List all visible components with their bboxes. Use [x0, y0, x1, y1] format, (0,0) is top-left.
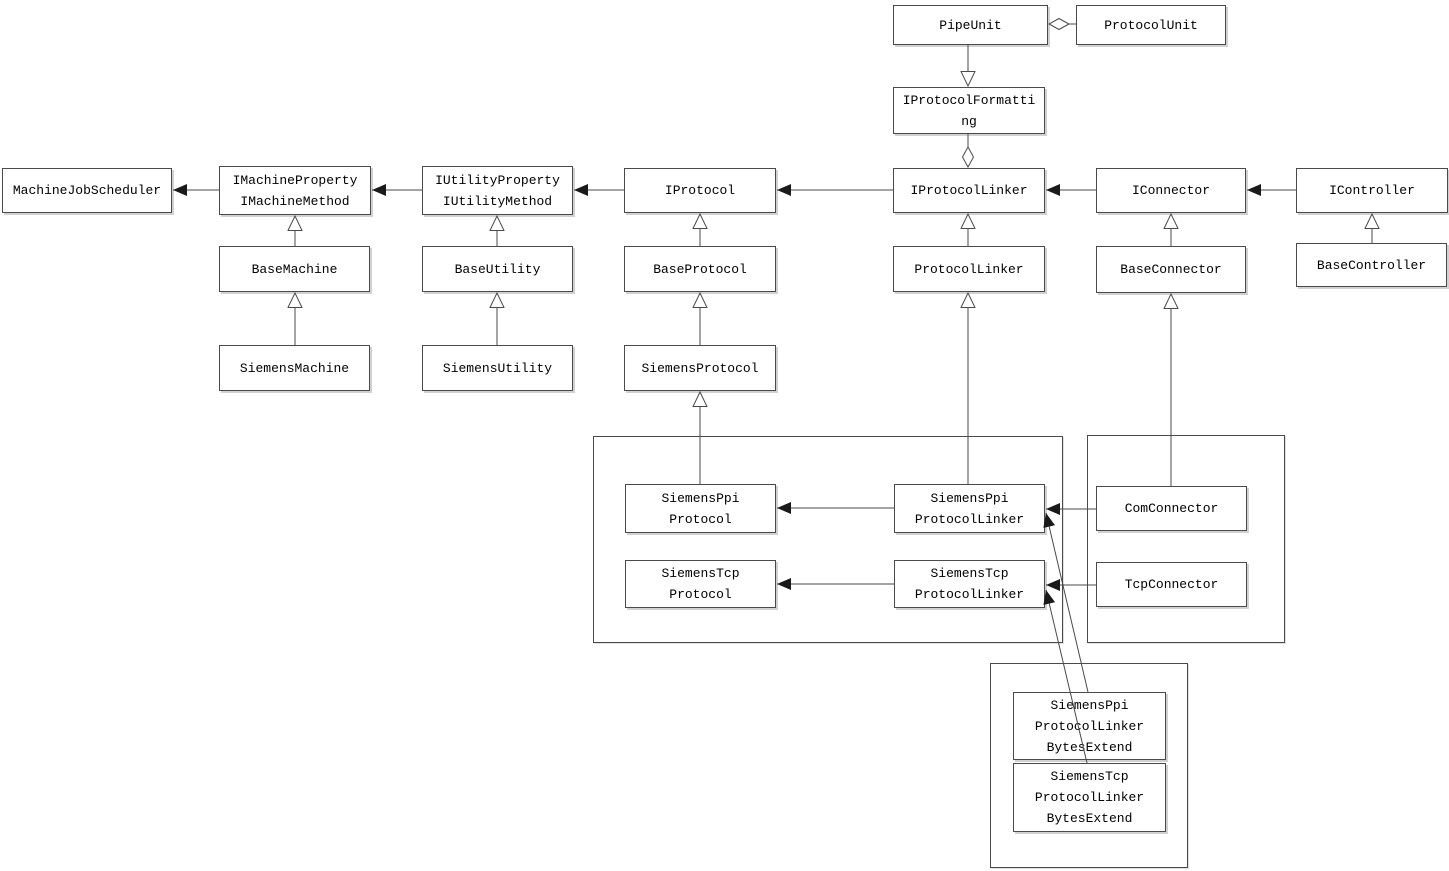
class-base-controller[interactable]: BaseController [1296, 243, 1447, 287]
class-iconnector[interactable]: IConnector [1096, 168, 1246, 213]
class-imachine-property-method[interactable]: IMachineProperty IMachineMethod [219, 166, 371, 215]
class-label: SiemensPpi [661, 490, 740, 506]
class-label: MachineJobScheduler [12, 183, 162, 198]
class-label: ComConnector [1124, 501, 1219, 516]
class-label: IConnector [1131, 183, 1210, 198]
class-label: SiemensProtocol [641, 360, 759, 376]
class-protocol-unit[interactable]: ProtocolUnit [1076, 5, 1226, 45]
class-base-machine[interactable]: BaseMachine [219, 246, 370, 292]
class-label: Protocol [669, 511, 732, 527]
class-label: IProtocolLinker [910, 183, 1028, 198]
class-label: BaseUtility [454, 261, 541, 277]
class-label: IUtilityProperty [435, 172, 560, 188]
class-label: SiemensMachine [239, 360, 350, 376]
class-label: BytesExtend [1046, 811, 1133, 826]
class-label: SiemensPpi [1050, 697, 1129, 713]
class-com-connector[interactable]: ComConnector [1096, 486, 1247, 531]
class-label: BaseProtocol [653, 261, 747, 277]
class-label: ProtocolLinker [1034, 718, 1145, 734]
class-label: SiemensTcp [930, 566, 1009, 581]
class-label: ProtocolLinker [914, 511, 1025, 527]
class-iprotocol-linker[interactable]: IProtocolLinker [893, 168, 1045, 213]
class-label: SiemensUtility [442, 360, 553, 376]
class-label: ProtocolLinker [914, 587, 1025, 602]
class-siemens-utility[interactable]: SiemensUtility [422, 345, 573, 391]
class-label: SiemensPpi [930, 490, 1009, 506]
class-label: IMachineProperty [232, 172, 358, 188]
class-siemens-tcp-protocol-linker-bytes-extend[interactable]: SiemensTcp ProtocolLinker BytesExtend [1013, 763, 1166, 832]
class-label: TcpConnector [1124, 577, 1219, 592]
class-label: ProtocolLinker [1034, 790, 1145, 805]
class-icontroller[interactable]: IController [1296, 168, 1448, 213]
class-label: BaseConnector [1120, 262, 1222, 277]
class-iutility-property-method[interactable]: IUtilityProperty IUtilityMethod [422, 166, 573, 215]
class-label: IMachineMethod [240, 193, 350, 209]
class-label: SiemensTcp [661, 566, 740, 581]
class-siemens-machine[interactable]: SiemensMachine [219, 345, 370, 391]
class-base-protocol[interactable]: BaseProtocol [624, 246, 776, 292]
container-siemens-protocol-linker-group[interactable] [593, 436, 1063, 643]
class-label: BaseController [1316, 257, 1427, 273]
class-siemens-tcp-protocol[interactable]: SiemensTcp Protocol [625, 560, 776, 608]
container-connector-group[interactable] [1087, 435, 1285, 643]
class-siemens-tcp-protocol-linker[interactable]: SiemensTcp ProtocolLinker [894, 560, 1045, 608]
class-label: IUtilityMethod [442, 193, 553, 209]
class-label: ProtocolLinker [914, 261, 1024, 277]
class-label: IProtocol [664, 183, 736, 198]
class-base-utility[interactable]: BaseUtility [422, 246, 573, 292]
class-pipe-unit[interactable]: PipeUnit [893, 5, 1048, 45]
class-iprotocol-formatting[interactable]: IProtocolFormatti ng [893, 87, 1045, 134]
class-label: BytesExtend [1046, 739, 1133, 755]
class-base-connector[interactable]: BaseConnector [1096, 246, 1246, 293]
class-siemens-ppi-protocol[interactable]: SiemensPpi Protocol [625, 484, 776, 533]
class-iprotocol[interactable]: IProtocol [624, 168, 776, 213]
class-siemens-protocol[interactable]: SiemensProtocol [624, 345, 776, 391]
class-label: PipeUnit [939, 17, 1002, 33]
class-label: BaseMachine [251, 261, 338, 277]
class-label: IController [1329, 183, 1415, 198]
class-siemens-ppi-protocol-linker-bytes-extend[interactable]: SiemensPpi ProtocolLinker BytesExtend [1013, 692, 1166, 760]
class-label: ProtocolUnit [1104, 17, 1198, 33]
class-machine-job-scheduler[interactable]: MachineJobScheduler [2, 168, 172, 213]
class-label: ng [961, 113, 977, 129]
class-protocol-linker[interactable]: ProtocolLinker [893, 246, 1045, 292]
container-bytes-extend-group[interactable] [990, 663, 1188, 868]
class-label: Protocol [669, 587, 732, 602]
class-label: SiemensTcp [1050, 769, 1129, 784]
class-label: IProtocolFormatti [902, 92, 1036, 108]
class-siemens-ppi-protocol-linker[interactable]: SiemensPpi ProtocolLinker [894, 484, 1045, 533]
class-tcp-connector[interactable]: TcpConnector [1096, 562, 1247, 607]
